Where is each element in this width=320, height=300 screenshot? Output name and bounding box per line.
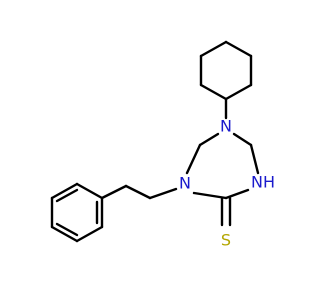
benzene-ring xyxy=(50,182,104,243)
bond xyxy=(224,83,253,101)
bond xyxy=(185,143,202,175)
bond xyxy=(100,184,128,200)
chemical-structure: N N NH S xyxy=(50,40,275,250)
triazinane-ring xyxy=(185,132,260,200)
phenethyl-chain xyxy=(100,184,178,200)
bond xyxy=(224,188,250,200)
cyclohexyl-ring xyxy=(199,40,253,101)
bond xyxy=(199,83,228,101)
bond xyxy=(75,182,104,200)
atom-label-s: S xyxy=(221,231,231,250)
bond xyxy=(249,143,260,175)
bond xyxy=(198,132,220,147)
bond xyxy=(199,40,228,58)
atom-label-n-left: N xyxy=(179,174,191,193)
atom-s: S xyxy=(221,231,231,250)
bond xyxy=(232,132,253,147)
structure-canvas: N N NH S xyxy=(50,40,275,250)
bond xyxy=(148,187,178,200)
atom-n-top: N xyxy=(220,117,232,136)
bond xyxy=(224,40,253,58)
bond xyxy=(55,222,79,237)
bond xyxy=(124,184,152,200)
bond xyxy=(55,188,79,203)
bond xyxy=(50,225,79,243)
atom-label-n-top: N xyxy=(220,117,232,136)
thione-bond xyxy=(220,196,232,227)
bond xyxy=(50,182,79,200)
bond xyxy=(75,225,104,243)
bond xyxy=(192,191,228,200)
atom-nh: NH xyxy=(251,173,275,192)
atom-n-left: N xyxy=(179,174,191,193)
atom-label-nh: NH xyxy=(251,173,275,192)
